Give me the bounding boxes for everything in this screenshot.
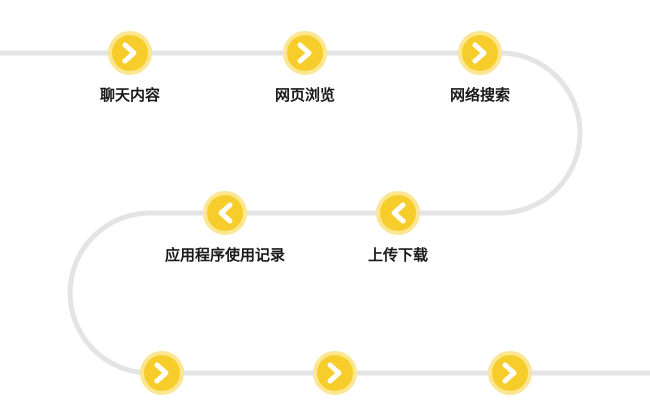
node-label-upload-download: 上传下载 <box>367 246 429 264</box>
timeline-node <box>108 31 152 75</box>
node-circle <box>380 195 416 231</box>
node-circle <box>462 35 498 71</box>
node-circle <box>317 355 353 391</box>
chevron-right-icon <box>122 42 137 64</box>
chevron-right-icon <box>502 362 517 384</box>
node-circle <box>287 35 323 71</box>
chevron-left-icon <box>218 202 233 224</box>
chevron-left-icon <box>391 202 406 224</box>
timeline-node <box>140 351 184 395</box>
timeline-node <box>488 351 532 395</box>
chevron-right-icon <box>327 362 342 384</box>
node-label-web-search: 网络搜索 <box>449 86 511 104</box>
timeline-node <box>203 191 247 235</box>
timeline-node <box>313 351 357 395</box>
timeline-node <box>458 31 502 75</box>
nodes-layer <box>108 31 532 395</box>
chevron-right-icon <box>297 42 312 64</box>
chevron-right-icon <box>472 42 487 64</box>
node-circle <box>207 195 243 231</box>
track-line <box>0 50 650 376</box>
node-label-chat-content: 聊天内容 <box>99 86 161 104</box>
chevron-right-icon <box>154 362 169 384</box>
node-label-web-browsing: 网页浏览 <box>274 86 336 104</box>
node-circle <box>144 355 180 391</box>
timeline-node <box>283 31 327 75</box>
node-circle <box>492 355 528 391</box>
node-circle <box>112 35 148 71</box>
timeline-node <box>376 191 420 235</box>
node-label-app-usage: 应用程序使用记录 <box>164 246 286 264</box>
